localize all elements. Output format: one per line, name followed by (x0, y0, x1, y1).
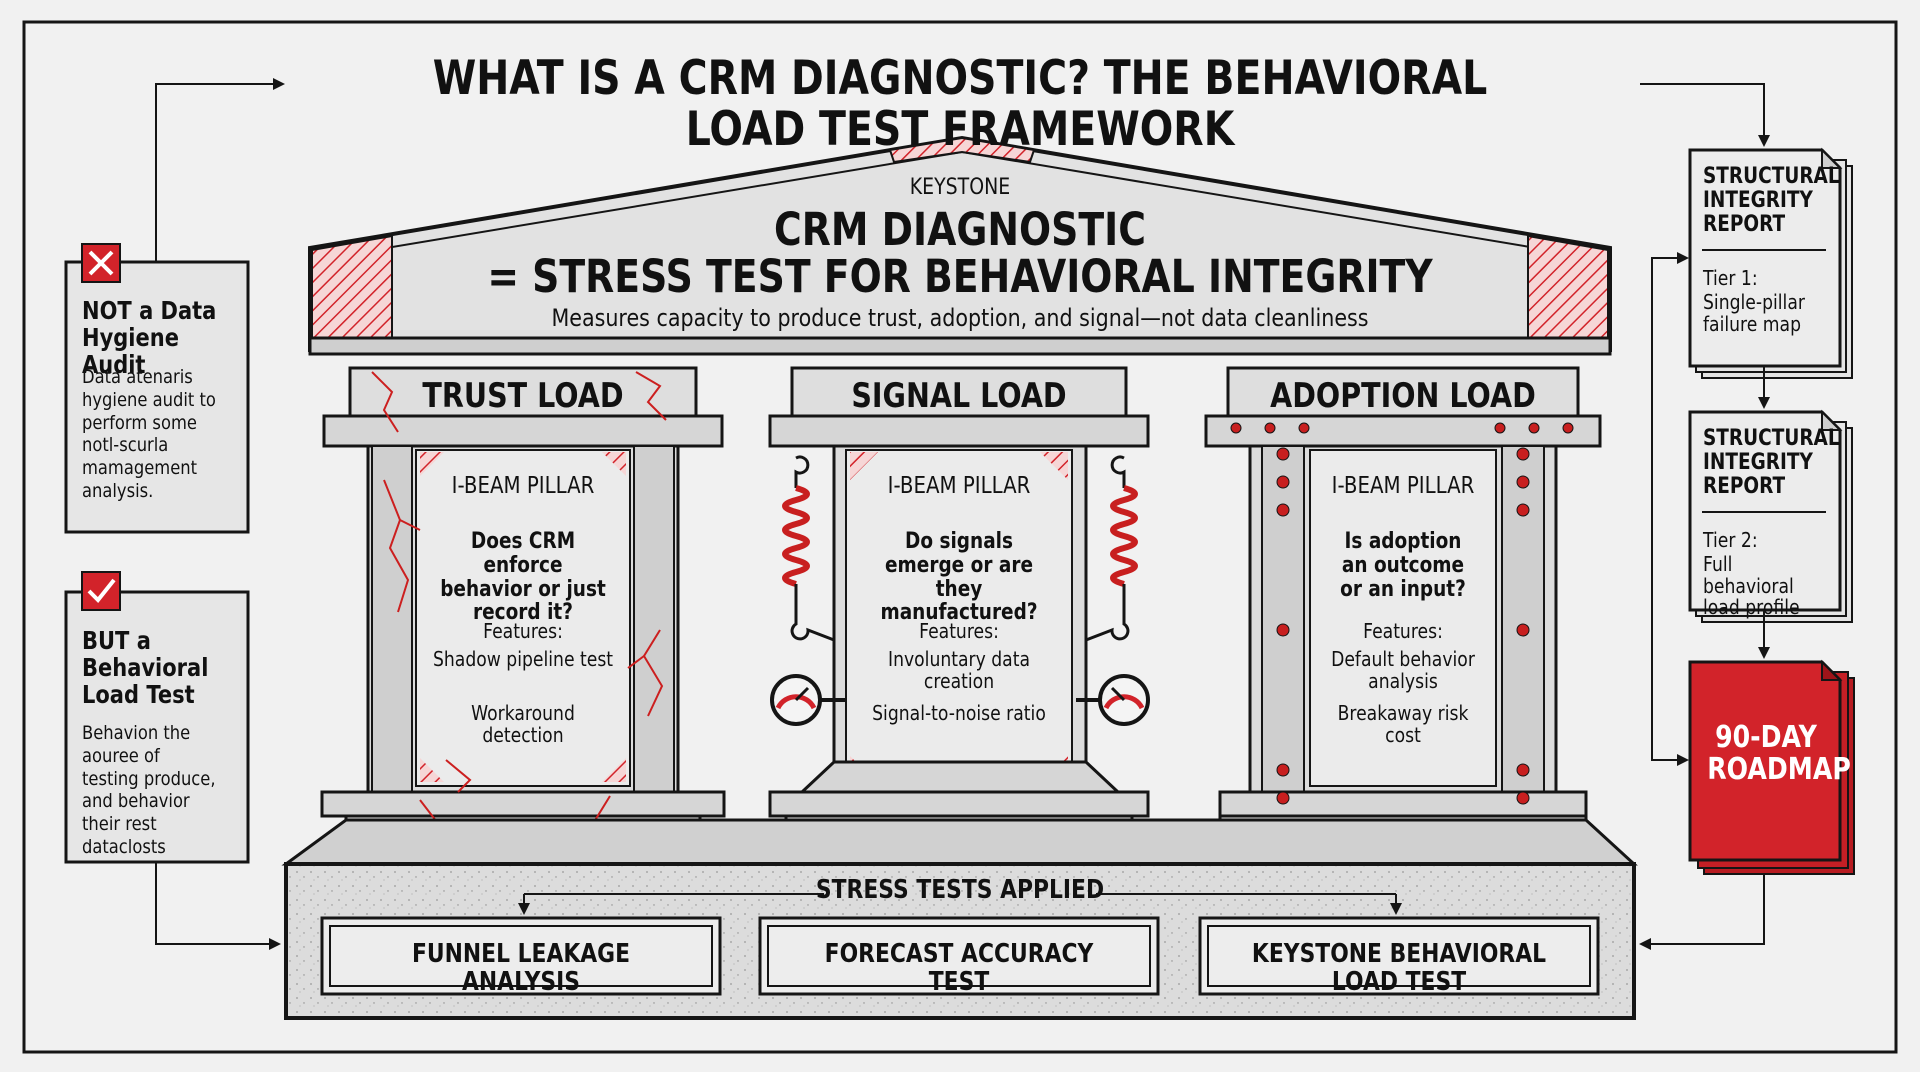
but-card-body: Behavion the aouree of testing produce, … (82, 722, 216, 858)
check-mark-icon (82, 572, 120, 610)
but-card-title: BUT a Behavioral Load Test (82, 626, 209, 709)
report-tier1-desc: Single-pillar failure map (1703, 290, 1805, 336)
keystone-title: CRM DIAGNOSTIC (774, 203, 1146, 256)
not-card-title: NOT a Data Hygiene Audit (82, 296, 217, 379)
stress-test-forecast: FORECAST ACCURACY TEST (824, 939, 1094, 998)
pillar-adoption-features-label: Features: (1363, 619, 1443, 643)
pillar-signal-feature: Involuntary data creation (887, 647, 1031, 693)
spring-left (782, 455, 835, 642)
pillar-trust-feature: Shadow pipeline test (432, 647, 614, 671)
page-title: WHAT IS A CRM DIAGNOSTIC? THE BEHAVIORAL… (432, 51, 1488, 157)
keystone-subtitle: Measures capacity to produce trust, adop… (551, 304, 1369, 332)
stress-test-funnel: FUNNEL LEAKAGE ANALYSIS (411, 939, 631, 998)
pillar-trust-question: Does CRM enforce behavior or just record… (440, 529, 606, 626)
pillar-adoption-question: Is adoption an outcome or an input? (1340, 529, 1466, 602)
gauge-left (770, 674, 846, 726)
report-tier2-desc: Full behavioral load profile (1703, 552, 1800, 620)
report-tier1-frame (1688, 147, 1853, 379)
not-card-body: Data atenaris hygiene audit to perform s… (82, 366, 216, 502)
pillar-adoption-structure (1204, 366, 1602, 850)
pillar-adoption-feature: Breakaway risk cost (1337, 701, 1469, 747)
stress-test-keystone: KEYSTONE BEHAVIORAL LOAD TEST (1251, 939, 1547, 998)
pillar-signal-feature: Signal-to-noise ratio (872, 701, 1046, 725)
pillar-adoption-type: I-BEAM PILLAR (1331, 473, 1475, 499)
pillar-signal-type: I-BEAM PILLAR (887, 473, 1031, 499)
roadmap-label: 90-DAY ROADMAP (1707, 720, 1851, 788)
pillar-adoption-beam-label: ADOPTION LOAD (1270, 376, 1536, 416)
not-card-frame (64, 243, 250, 534)
report-tier2-tier: Tier 2: (1703, 528, 1758, 552)
spring-right (1085, 455, 1138, 642)
pillar-trust-features-label: Features: (483, 619, 563, 643)
pillar-signal-question: Do signals emerge or are they manufactur… (880, 529, 1038, 626)
page-frame (22, 20, 1898, 1054)
pillar-trust-type: I-BEAM PILLAR (451, 473, 595, 499)
report-tier1-tier: Tier 1: (1703, 266, 1758, 290)
pillar-adoption-feature: Default behavior analysis (1331, 647, 1475, 693)
roadmap-frame (1688, 659, 1855, 875)
pillar-signal-features-label: Features: (919, 619, 999, 643)
pillar-signal-beam-label: SIGNAL LOAD (851, 376, 1067, 416)
gauge-right (1076, 674, 1150, 726)
report-tier2-title: STRUCTURAL INTEGRITY REPORT (1703, 426, 1840, 499)
keystone-equation: = STRESS TEST FOR BEHAVIORAL INTEGRITY (487, 250, 1433, 303)
foundation-label: STRESS TESTS APPLIED (815, 875, 1105, 905)
report-tier2-frame (1688, 409, 1853, 623)
pillar-trust-beam-label: TRUST LOAD (422, 376, 624, 416)
keystone-label: KEYSTONE (909, 175, 1011, 200)
report-tier1-title: STRUCTURAL INTEGRITY REPORT (1703, 164, 1840, 237)
pillar-trust-feature: Workaround detection (471, 701, 575, 747)
connector-arrows (155, 78, 1770, 950)
keystone-pediment (308, 135, 1612, 356)
foundation-block (281, 818, 1638, 1020)
x-mark-icon (82, 244, 120, 282)
